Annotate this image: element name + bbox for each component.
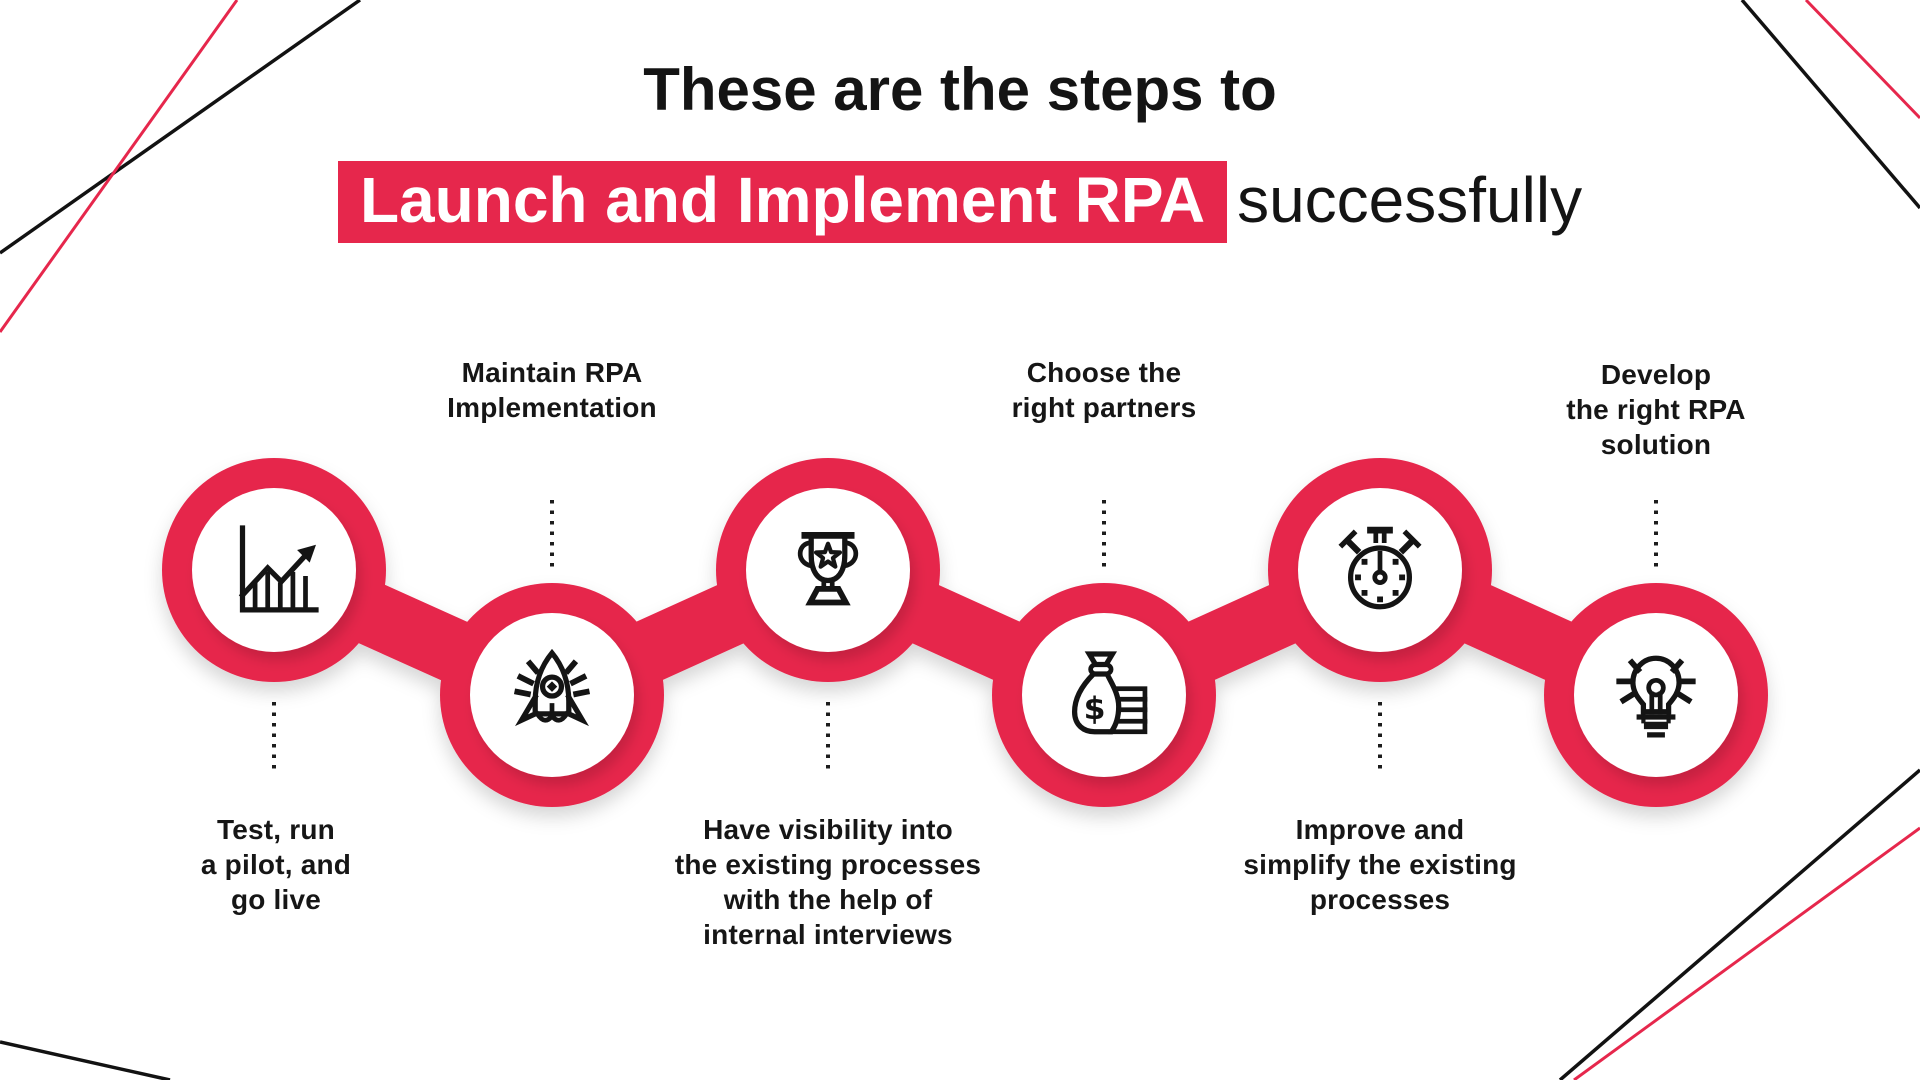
step-2-label: Maintain RPA Implementation (447, 357, 657, 423)
corner-decoration-top-right (1740, 0, 1920, 210)
title-block: These are the steps to Launch and Implem… (0, 56, 1920, 243)
title-line-1: These are the steps to (643, 56, 1277, 123)
corner-decoration-bottom-left (0, 1040, 171, 1080)
step-4-dotted-connector (1102, 500, 1106, 570)
step-3-label: Have visibility into the existing proces… (674, 814, 982, 950)
corner-decoration-top-left (0, 0, 362, 333)
rocket-icon (513, 648, 591, 727)
step-4-label: Choose the right partners (1011, 357, 1197, 423)
growth-chart-icon (238, 525, 319, 613)
corner-decoration-bottom-right (1558, 768, 1920, 1080)
step-6-label: Develop the right RPA solution (1566, 359, 1746, 460)
step-1-dotted-connector (272, 702, 276, 772)
stopwatch-icon (1338, 526, 1422, 610)
lightbulb-icon (1616, 655, 1696, 738)
step-1-label: Test, run a pilot, and go live (200, 814, 352, 915)
title-highlight: Launch and Implement RPA (337, 161, 1228, 243)
step-6-dotted-connector (1654, 500, 1658, 570)
step-3-dotted-connector (826, 702, 830, 772)
money-bag-icon: $ (1071, 651, 1148, 735)
dollar-sign: $ (1084, 691, 1106, 727)
step-5-dotted-connector (1378, 702, 1382, 772)
step-2-dotted-connector (550, 500, 554, 570)
timeline-chain (162, 458, 1768, 807)
trophy-icon (797, 531, 859, 606)
title-suffix: successfully (1237, 164, 1583, 236)
step-5-label: Improve and simplify the existing proces… (1243, 814, 1517, 915)
